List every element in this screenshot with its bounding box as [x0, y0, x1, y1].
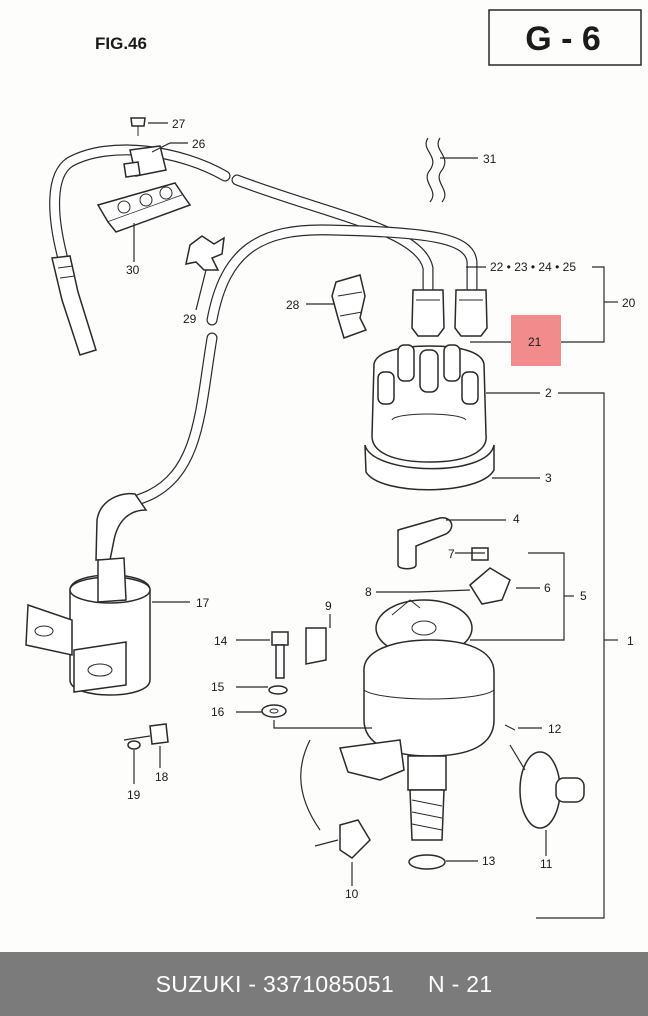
part-label: 28: [286, 298, 300, 312]
part-label: 12: [548, 722, 562, 736]
part-label: 1: [627, 634, 634, 648]
cord-clip-31: [425, 137, 446, 203]
ignition-cords: [49, 144, 488, 561]
part-labels: 1 2 3 4 5 6 7 8 9 10 11 12 13 14 15 16 1…: [126, 117, 636, 901]
leader-lines: [133, 122, 618, 919]
part-label: 15: [211, 680, 225, 694]
part-label: 6: [544, 581, 551, 595]
part-label: 10: [345, 887, 359, 901]
part-label: 26: [192, 137, 206, 151]
part-label: 8: [365, 585, 372, 599]
footer-bar: SUZUKI - 3371085051 N - 21: [0, 952, 648, 1016]
part-label: 18: [155, 770, 169, 784]
part-label: 3: [545, 471, 552, 485]
section-code-box: [488, 9, 642, 66]
part-label: 22 • 23 • 24 • 25: [490, 260, 576, 274]
part-label: 13: [482, 854, 496, 868]
rotor: [397, 517, 453, 570]
part-label: 7: [448, 547, 455, 561]
part-label: 20: [622, 296, 636, 310]
part-label: 16: [211, 705, 225, 719]
footer-ref: N - 21: [427, 970, 493, 997]
cord-holder: [96, 182, 192, 233]
cord-clamp: [123, 117, 167, 178]
exploded-parts-diagram: FIG.46 G - 6: [25, 9, 642, 919]
part-label: 27: [172, 117, 186, 131]
cord-clip-28: [331, 274, 368, 339]
distributor-housing: [339, 639, 495, 870]
cord-clip: [185, 235, 225, 271]
part-label: 30: [126, 263, 140, 277]
part-label: 2: [545, 386, 552, 400]
small-fasteners: [123, 547, 516, 859]
part-label: 17: [196, 596, 210, 610]
highlight-box: [511, 315, 561, 366]
footer-brand-part: SUZUKI - 3371085051: [155, 970, 394, 997]
vacuum-advancer: [509, 744, 585, 829]
part-label: 5: [580, 589, 587, 603]
figure-label: FIG.46: [95, 34, 147, 53]
part-label-highlighted: 21: [528, 335, 542, 349]
part-label: 4: [513, 512, 520, 526]
distributor-cap: [364, 344, 495, 491]
ignition-coil: [25, 557, 151, 696]
part-label: 11: [540, 857, 553, 871]
part-label: 19: [127, 788, 141, 802]
part-label: 9: [325, 599, 332, 613]
section-code: G - 6: [525, 20, 601, 58]
part-label: 14: [214, 634, 228, 648]
part-label: 31: [483, 152, 497, 166]
part-label: 29: [183, 312, 197, 326]
